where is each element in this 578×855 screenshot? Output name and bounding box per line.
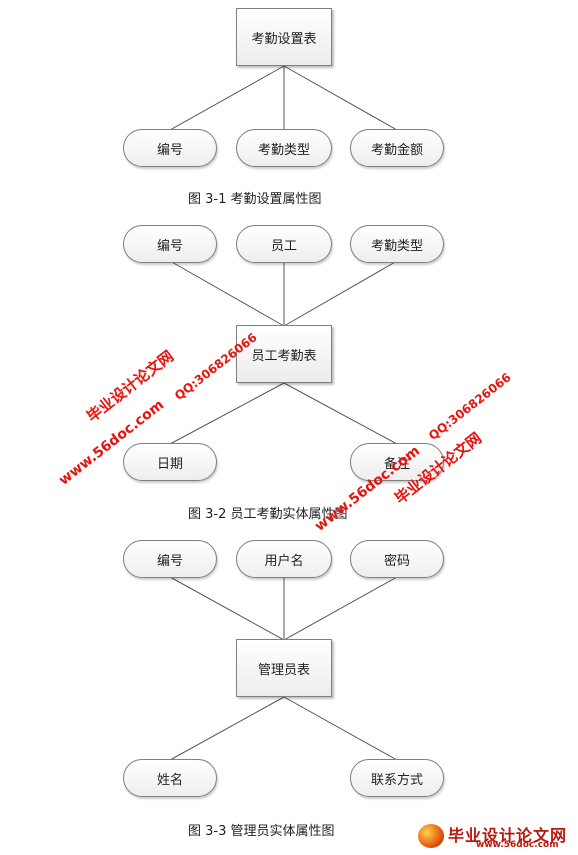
attribute-name: 姓名 xyxy=(123,759,217,797)
logo-title: 毕业设计论文网 xyxy=(448,826,568,845)
logo-url: www.56doc.com xyxy=(476,840,559,850)
connector-d2-type xyxy=(283,260,398,327)
connector-d2-id xyxy=(169,260,285,327)
connector-d3-id xyxy=(169,576,285,641)
attribute-attendance-amount: 考勤金额 xyxy=(350,129,444,167)
attribute-id: 编号 xyxy=(123,225,217,263)
site-logo: 毕业设计论文网 www.56doc.com xyxy=(418,822,574,852)
attribute-contact: 联系方式 xyxy=(350,759,444,797)
attribute-attendance-type: 考勤类型 xyxy=(350,225,444,263)
logo-emblem-icon xyxy=(418,824,444,848)
entity-administrator: 管理员表 xyxy=(236,639,332,697)
connector-d2-date xyxy=(169,382,285,445)
entity-attendance-settings: 考勤设置表 xyxy=(236,8,332,66)
caption-figure-3-2: 图 3-2 员工考勤实体属性图 xyxy=(188,507,348,522)
attribute-id: 编号 xyxy=(123,540,217,578)
attribute-date: 日期 xyxy=(123,443,217,481)
attribute-employee: 员工 xyxy=(236,225,332,263)
entity-employee-attendance: 员工考勤表 xyxy=(236,325,332,383)
attribute-password: 密码 xyxy=(350,540,444,578)
attribute-attendance-type: 考勤类型 xyxy=(236,129,332,167)
connector-d3-password xyxy=(283,576,398,641)
attribute-username: 用户名 xyxy=(236,540,332,578)
connector-d3-contact xyxy=(283,696,398,761)
caption-figure-3-1: 图 3-1 考勤设置属性图 xyxy=(188,192,322,207)
attribute-note: 备注 xyxy=(350,443,444,481)
connector-d3-name xyxy=(169,696,285,761)
caption-figure-3-3: 图 3-3 管理员实体属性图 xyxy=(188,824,335,839)
attribute-id: 编号 xyxy=(123,129,217,167)
connector-d1-amount xyxy=(283,65,398,131)
connector-d1-id xyxy=(169,65,285,131)
connector-d2-note xyxy=(283,382,398,445)
